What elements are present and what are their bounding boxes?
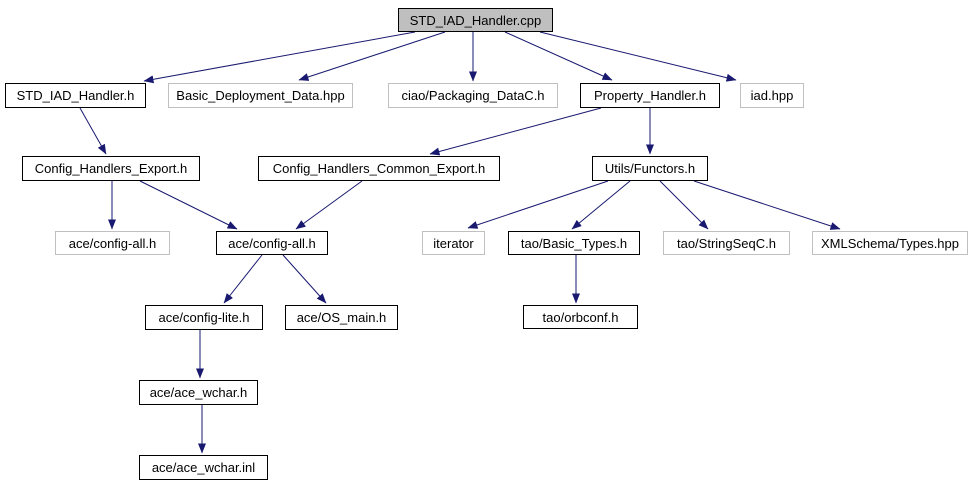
edge-utils-functors-h--to--iterator	[467, 180, 609, 229]
edge-std-iad-handler-cpp--to--iad-hpp	[539, 31, 737, 82]
node-ace-ace-wchar-inl[interactable]: ace/ace_wchar.inl	[139, 455, 268, 480]
node-ace-config-all-h[interactable]: ace/config-all.h	[216, 231, 328, 255]
node-xmlschema-types-hpp: XMLSchema/Types.hpp	[812, 231, 968, 255]
edge-utils-functors-h--to--tao-basic-types-h	[571, 180, 631, 230]
node-tao-orbconf-h[interactable]: tao/orbconf.h	[523, 305, 638, 329]
node-tao-stringseqc-h: tao/StringSeqC.h	[663, 231, 790, 255]
node-ace-os-main-h[interactable]: ace/OS_main.h	[285, 305, 398, 330]
edge-property-handler-h--to--config-handlers-common-export-h	[429, 107, 602, 156]
node-property-handler-h[interactable]: Property_Handler.h	[580, 83, 720, 108]
edge-std-iad-handler-cpp--to--basic-deployment-data-hpp	[298, 31, 446, 81]
node-iterator: iterator	[422, 231, 485, 255]
edge-utils-functors-h--to--xmlschema-types-hpp	[693, 180, 841, 230]
node-ace-config-all-h-unlinked: ace/config-all.h	[55, 231, 170, 255]
edge-std-iad-handler-h--to--config-handlers-export-h	[79, 107, 107, 155]
node-config-handlers-export-h[interactable]: Config_Handlers_Export.h	[22, 156, 200, 181]
node-std-iad-handler-h[interactable]: STD_IAD_Handler.h	[5, 83, 146, 108]
node-utils-functors-h[interactable]: Utils/Functors.h	[592, 156, 708, 181]
node-ace-config-lite-h[interactable]: ace/config-lite.h	[145, 305, 263, 330]
edge-utils-functors-h--to--tao-stringseqc-h	[659, 180, 709, 230]
edge-config-handlers-export-h--to--ace-config-all-h	[139, 180, 238, 230]
node-basic-deployment-data-hpp: Basic_Deployment_Data.hpp	[168, 83, 353, 108]
node-std-iad-handler-cpp: STD_IAD_Handler.cpp	[398, 8, 553, 32]
edge-config-handlers-common-export-h--to--ace-config-all-h	[295, 180, 363, 230]
node-tao-basic-types-h[interactable]: tao/Basic_Types.h	[508, 231, 640, 255]
node-iad-hpp: iad.hpp	[740, 83, 804, 108]
edge-ace-config-all-h--to--ace-config-lite-h	[223, 254, 263, 304]
edge-std-iad-handler-cpp--to--std-iad-handler-h	[143, 31, 416, 84]
node-ace-ace-wchar-h[interactable]: ace/ace_wchar.h	[139, 380, 258, 405]
node-config-handlers-common-export-h[interactable]: Config_Handlers_Common_Export.h	[258, 156, 500, 181]
edge-std-iad-handler-cpp--to--property-handler-h	[504, 31, 613, 81]
edge-ace-config-all-h--to--ace-os-main-h	[282, 254, 327, 304]
node-ciao-packaging-datac-h: ciao/Packaging_DataC.h	[388, 83, 558, 108]
